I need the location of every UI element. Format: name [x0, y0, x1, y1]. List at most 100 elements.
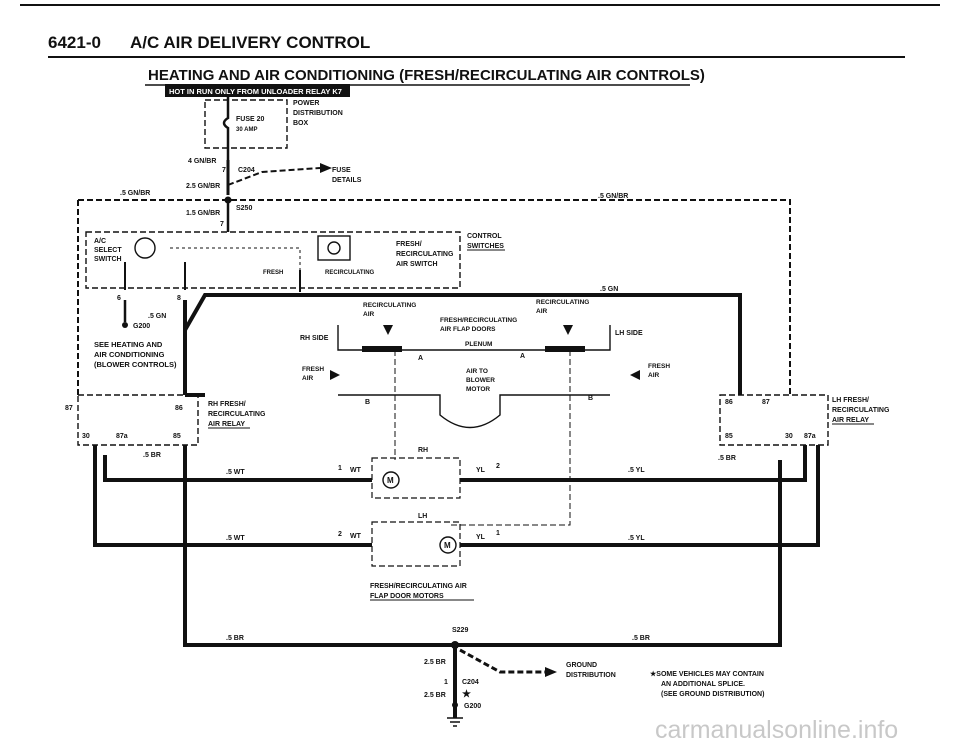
fuse-symbol — [222, 97, 230, 160]
fresh-switch-2: RECIRCULATING — [396, 251, 454, 258]
lh-relay-2: RECIRCULATING — [832, 407, 890, 414]
note-line-3: (SEE GROUND DISTRIBUTION) — [661, 691, 764, 698]
control-switches-1: CONTROL — [467, 233, 502, 240]
lh-pin-2: 2 — [338, 531, 342, 538]
ground-dist-2: DISTRIBUTION — [566, 672, 616, 679]
lh-pin-30: 30 — [785, 433, 793, 440]
plenum-label: PLENUM — [465, 341, 492, 348]
motors-label-1: FRESH/RECIRCULATING AIR — [370, 583, 467, 590]
door-b-right: B — [588, 395, 593, 402]
lh-motor-label: LH — [418, 513, 427, 520]
recirc-air-left-1: RECIRCULATING — [363, 302, 416, 309]
rh-yl: YL — [476, 467, 486, 474]
recirc-arrow-right-icon — [563, 325, 573, 335]
rh-motor-box — [371, 457, 461, 499]
motors-label-2: FLAP DOOR MOTORS — [370, 593, 444, 600]
fuse-details-2: DETAILS — [332, 177, 362, 184]
recirc-air-right-1: RECIRCULATING — [536, 299, 589, 306]
fresh-switch-lamp-icon — [317, 235, 351, 261]
wire-br-left: .5 BR — [226, 635, 244, 642]
fresh-switch-indicator-icon — [327, 241, 341, 255]
fresh-arrow-right-icon — [630, 370, 640, 380]
recirc-air-left-2: AIR — [363, 311, 375, 318]
fresh-arrow-left-icon — [330, 370, 340, 380]
control-switches-2: SWITCHES — [467, 243, 504, 250]
fuse-rating: 30 AMP — [236, 127, 257, 133]
section-number: 6421-0 — [48, 33, 101, 52]
note-line-2: AN ADDITIONAL SPLICE. — [661, 681, 745, 688]
rh-side: RH SIDE — [300, 335, 329, 342]
g200-bottom-ground-icon — [452, 702, 458, 708]
rh-relay-1: RH FRESH/ — [208, 401, 246, 408]
note-line-1: ★SOME VEHICLES MAY CONTAIN — [650, 670, 764, 678]
lh-wt: WT — [350, 533, 362, 540]
fresh-air-left-2: AIR — [302, 375, 314, 382]
diagram-subtitle: HEATING AND AIR CONDITIONING (FRESH/RECI… — [148, 67, 705, 84]
see-heating-2: AIR CONDITIONING — [94, 350, 165, 359]
rh-pin-30: 30 — [82, 433, 90, 440]
pin-1c: 1 — [444, 679, 448, 686]
gnbr-bus — [78, 199, 791, 395]
rh-pin-2: 2 — [496, 463, 500, 470]
lh-pin-87: 87 — [762, 399, 770, 406]
wire-br-right: .5 BR — [632, 635, 650, 642]
rh-flap-door — [362, 346, 402, 352]
pin-6: 6 — [117, 295, 121, 302]
lh-side: LH SIDE — [615, 330, 643, 337]
door-a-left: A — [418, 355, 423, 362]
ac-select-1: A/C — [94, 238, 106, 245]
rh-pin-87a: 87a — [116, 433, 128, 440]
hot-label: HOT IN RUN ONLY FROM UNLOADER RELAY K7 — [169, 87, 342, 96]
watermark: carmanualsonline.info — [655, 716, 898, 744]
door-b-left: B — [365, 399, 370, 406]
rh-motor-m: M — [387, 476, 394, 485]
lh-pin-86: 86 — [725, 399, 733, 406]
rh-pin-1: 1 — [338, 465, 342, 472]
ground-bus — [183, 445, 782, 647]
connector-c204b: C204 — [462, 679, 479, 686]
rh-motor-icon — [382, 471, 400, 489]
wire-25br-b: 2.5 BR — [424, 692, 446, 699]
earth-ground-icon — [447, 717, 463, 727]
power-box-line1: POWER — [293, 100, 319, 107]
rh-motor-label: RH — [418, 447, 428, 454]
plenum-bottom — [338, 394, 610, 429]
star-marker-icon: ★ — [462, 689, 471, 700]
fuse-details-1: FUSE — [332, 167, 351, 174]
air-to-blower-3: MOTOR — [466, 386, 490, 393]
wire-5gn-right: .5 GN — [600, 286, 618, 293]
wire-yl-1: .5 YL — [628, 467, 645, 474]
lh-pin-85: 85 — [725, 433, 733, 440]
pin-7a: 7 — [222, 167, 226, 174]
wire-25gnbr: 2.5 GN/BR — [186, 183, 220, 190]
wire-25br-a: 2.5 BR — [424, 659, 446, 666]
recirc-air-right-2: AIR — [536, 308, 548, 315]
wire-wt-2: .5 WT — [226, 535, 245, 542]
switch-link — [170, 247, 301, 270]
wire-15gnbr: 1.5 GN/BR — [186, 210, 220, 217]
pin-7b: 7 — [220, 221, 224, 228]
see-heating-1: SEE HEATING AND — [94, 340, 163, 349]
wire-yl-2: .5 YL — [628, 535, 645, 542]
air-to-blower-1: AIR TO — [466, 368, 488, 375]
g200-top-ground-icon — [122, 322, 128, 328]
door-linkages — [394, 350, 571, 526]
rh-relay-box — [77, 394, 199, 446]
see-heating-3: (BLOWER CONTROLS) — [94, 360, 177, 369]
lh-relay-br: .5 BR — [718, 455, 736, 462]
connector-c204: C204 — [238, 167, 255, 174]
hot-label-box — [165, 84, 350, 97]
fresh-position: FRESH — [263, 270, 283, 276]
fresh-switch-3: AIR SWITCH — [396, 261, 438, 268]
power-box-line3: BOX — [293, 120, 309, 127]
fuse-details-arrow-icon — [320, 163, 332, 173]
recirc-arrow-left-icon — [383, 325, 393, 335]
control-switches-box — [85, 231, 461, 289]
ac-select-3: SWITCH — [94, 256, 122, 263]
rh-pin-86: 86 — [175, 405, 183, 412]
fresh-air-right-1: FRESH — [648, 363, 670, 370]
lh-relay-1: LH FRESH/ — [832, 397, 869, 404]
lh-yl: YL — [476, 534, 486, 541]
ground-dist-1: GROUND — [566, 662, 597, 669]
